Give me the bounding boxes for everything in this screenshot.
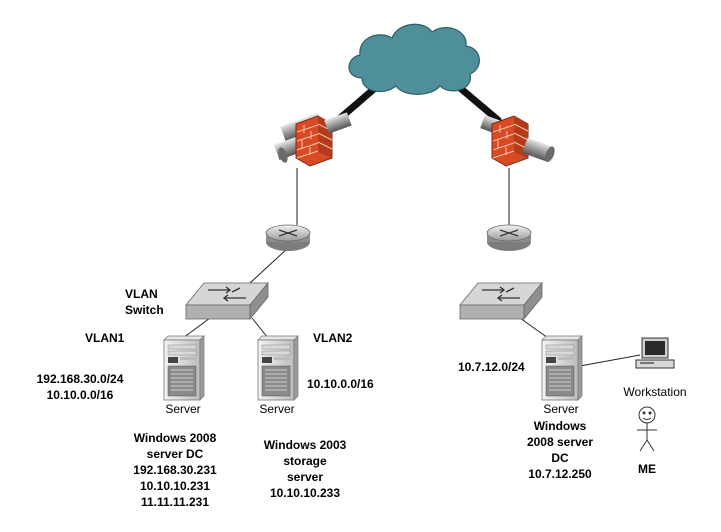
firewall-icon (480, 115, 555, 167)
link-switch-server1 (182, 317, 211, 339)
vlan-switch-label-line1: VLAN (125, 287, 158, 301)
link-switch-server3 (519, 317, 549, 339)
router-icon (265, 224, 311, 252)
server3-info-ip: 10.7.12.250 (528, 467, 592, 481)
vlan1-subnet-1: 192.168.30.0/24 (36, 372, 124, 386)
cloud-icon (348, 23, 480, 95)
router-icon (486, 224, 532, 252)
server1-caption: Server (165, 402, 201, 416)
server3-info: Windows 2008 server DC 10.7.12.250 (527, 418, 593, 482)
server1-info: Windows 2008 server DC 192.168.30.231 10… (133, 430, 216, 510)
vlan-switch-label: VLAN Switch (125, 286, 164, 318)
vlan-switch-label-line2: Switch (125, 303, 164, 317)
person-icon (637, 406, 657, 452)
server1-info-ip1: 192.168.30.231 (133, 463, 217, 477)
server1-info-ip3: 11.11.11.231 (140, 495, 210, 509)
server-icon (257, 335, 299, 401)
server-icon (163, 335, 205, 401)
server3-info-role: DC (551, 451, 569, 465)
switch-icon (185, 282, 269, 320)
right-subnet: 10.7.12.0/24 (458, 360, 525, 374)
link-server3-workstation (579, 354, 641, 367)
link-switch-server2 (251, 317, 269, 339)
server2-info-role1: storage (283, 454, 327, 468)
server2-caption: Server (259, 402, 295, 416)
server-icon (541, 335, 583, 401)
server2-info-ip: 10.10.10.233 (269, 486, 341, 500)
server1-info-ip2: 10.10.10.231 (139, 479, 211, 493)
server3-info-os2: 2008 server (526, 435, 594, 449)
workstation-icon (635, 337, 675, 369)
server3-caption: Server (543, 402, 579, 416)
connections (182, 168, 641, 367)
server2-info: Windows 2003 storage server 10.10.10.233 (264, 437, 347, 501)
vlan2-subnet: 10.10.0.0/16 (307, 377, 374, 391)
vlan2-label: VLAN2 (313, 331, 353, 345)
firewall-icon (274, 112, 352, 167)
server1-info-os: Windows 2008 (133, 431, 217, 445)
workstation-caption: Workstation (623, 385, 687, 399)
vlan1-subnet-2: 10.10.0.0/16 (46, 388, 114, 402)
switch-icon (459, 282, 543, 320)
server1-info-role: server DC (146, 447, 204, 461)
vlan1-label: VLAN1 (85, 331, 125, 345)
me-caption: ME (638, 462, 656, 476)
server2-info-role2: server (286, 470, 324, 484)
vlan1-subnets: 192.168.30.0/24 10.10.0.0/16 (37, 371, 124, 403)
server2-info-os: Windows 2003 (263, 438, 347, 452)
server3-info-os1: Windows (533, 419, 587, 433)
link-router-switch (249, 247, 289, 284)
